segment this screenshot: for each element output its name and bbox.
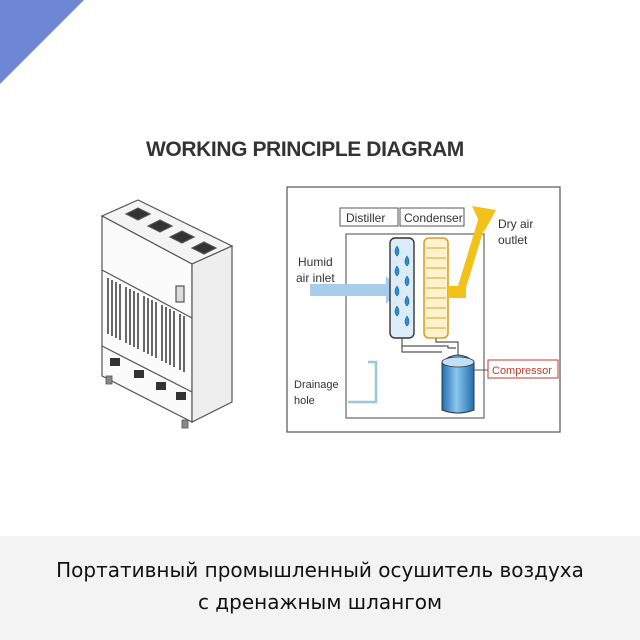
caption-band [0,536,640,640]
drainage-label-line1: Drainage [294,379,339,391]
working-principle-panel: Distiller Condenser Compressor Dry air o… [286,186,561,433]
compressor-label: Compressor [492,365,552,377]
diagram-title: WORKING PRINCIPLE DIAGRAM [146,138,464,161]
dry-air-arrow [448,206,496,298]
drainage-pipe [348,360,378,404]
humid-air-label-line2: air inlet [296,271,335,285]
product-caption: Портативный промышленный осушитель возду… [0,554,640,618]
dry-air-label-line1: Dry air [498,217,533,231]
caption-line-2: с дренажным шлангом [197,590,443,614]
distiller-coil [389,237,415,339]
refrigerant-piping [401,338,459,356]
caption-line-1: Портативный промышленный осушитель возду… [56,558,584,582]
housing-outline [345,233,485,419]
dry-air-label-line2: outlet [498,233,528,247]
distiller-label: Distiller [346,211,385,225]
compressor-label-box [487,359,559,379]
condenser-coil [423,237,449,339]
dehumidifier-unit-illustration [100,199,234,429]
drainage-label-line2: hole [294,395,315,407]
humid-air-label-line1: Humid [298,255,333,269]
corner-decoration [0,0,84,84]
condenser-label: Condenser [404,211,463,225]
compressor-cylinder [441,354,475,414]
distiller-label-box [339,207,399,227]
condenser-label-box [399,207,465,227]
